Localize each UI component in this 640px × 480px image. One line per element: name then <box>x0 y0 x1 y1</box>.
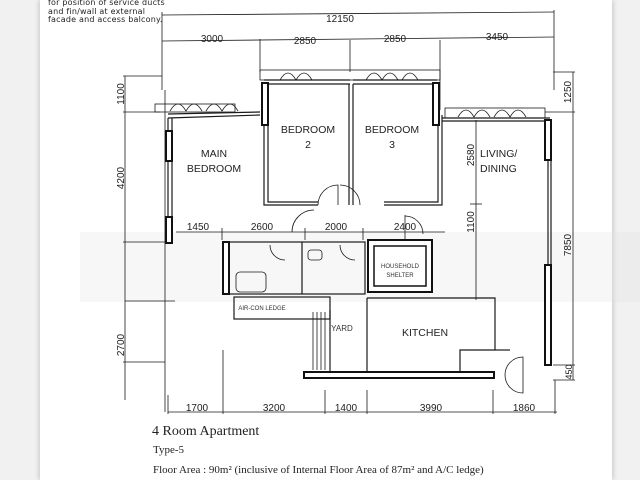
dim-left-3: 2700 <box>116 333 127 356</box>
dim-bottom-1: 1700 <box>186 403 209 414</box>
dim-top-4: 3450 <box>486 32 509 43</box>
dim-top-1: 3000 <box>201 34 224 45</box>
service-duct-note: for position of service ducts and fin/wa… <box>48 0 165 24</box>
apartment-title: 4 Room Apartment <box>152 424 260 439</box>
room-main-bedroom-line1: MAIN <box>201 148 227 160</box>
dim-mid-3: 2000 <box>325 222 348 233</box>
dim-bottom-3: 1400 <box>335 403 358 414</box>
dim-inner-1: 2580 <box>466 143 477 166</box>
dim-right-2: 7850 <box>563 233 574 256</box>
dim-top-3: 2850 <box>384 34 407 45</box>
room-living-line1: LIVING/ <box>480 148 517 160</box>
room-main-bedroom-line2: BEDROOM <box>187 163 241 175</box>
room-shelter-line1: HOUSEHOLD <box>381 264 420 270</box>
dim-left-2: 4200 <box>116 166 127 189</box>
dim-bottom-4: 3990 <box>420 403 443 414</box>
room-bedroom2-line1: BEDROOM <box>281 124 335 136</box>
dim-mid-2: 2600 <box>251 222 274 233</box>
dim-mid-1: 1450 <box>187 222 210 233</box>
dim-right-1: 1250 <box>563 80 574 103</box>
dim-left-1: 1100 <box>116 83 127 105</box>
dim-inner-2: 1100 <box>466 211 477 233</box>
dim-bottom-2: 3200 <box>263 403 286 414</box>
floor-area: Floor Area : 90m² (inclusive of Internal… <box>153 464 484 476</box>
room-shelter-line2: SHELTER <box>386 273 414 279</box>
room-living-line2: DINING <box>480 163 517 175</box>
dim-overall-width: 12150 <box>326 14 354 25</box>
room-aircon-ledge: AIR-CON LEDGE <box>238 306 285 312</box>
room-bedroom3-line2: 3 <box>389 139 395 151</box>
dim-mid-4: 2400 <box>394 222 417 233</box>
room-bedroom2-line2: 2 <box>305 139 311 151</box>
room-yard: YARD <box>331 324 353 333</box>
dim-bottom-5: 1860 <box>513 403 536 414</box>
apartment-type: Type-5 <box>153 444 184 456</box>
room-kitchen: KITCHEN <box>402 327 448 339</box>
room-bedroom3-line1: BEDROOM <box>365 124 419 136</box>
dim-top-2: 2850 <box>294 36 317 47</box>
dim-right-3: 450 <box>564 364 574 379</box>
